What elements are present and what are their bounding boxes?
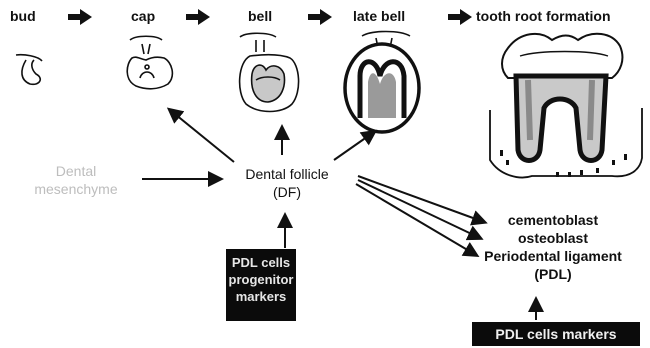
arrow-follicle-to-late-bell (334, 132, 374, 160)
root-formation-drawing (490, 34, 642, 178)
stage-label-late-bell: late bell (353, 9, 405, 23)
progenitor-box-line-3: markers (226, 289, 296, 306)
derivative-pdl-abbrev: (PDL) (478, 266, 628, 284)
stage-arrow-2 (186, 9, 210, 25)
derivatives-label: cementoblast osteoblast Periodental liga… (478, 212, 628, 284)
dental-follicle-label: Dental follicle (DF) (228, 166, 346, 201)
arrow-follicle-to-cementoblast (358, 176, 484, 222)
derivative-cementoblast: cementoblast (478, 212, 628, 230)
stage-label-root-formation: tooth root formation (476, 9, 611, 23)
dental-mesenchyme-line-1: Dental (20, 163, 132, 181)
arrow-follicle-to-osteoblast (358, 180, 480, 238)
stage-arrow-3 (308, 9, 332, 25)
relation-arrows (142, 110, 536, 320)
pdl-cells-markers-box: PDL cells markers (472, 322, 640, 346)
bell-drawing (240, 33, 299, 111)
stage-label-cap: cap (131, 9, 155, 23)
progenitor-box-line-1: PDL cells (226, 255, 296, 272)
arrow-follicle-to-cap (170, 110, 234, 162)
derivative-osteoblast: osteoblast (478, 230, 628, 248)
dental-follicle-line-1: Dental follicle (228, 166, 346, 184)
dental-mesenchyme-label: Dental mesenchyme (20, 163, 132, 198)
stage-arrow-1 (68, 9, 92, 25)
late-bell-drawing (345, 32, 419, 133)
stage-arrow-4 (448, 9, 472, 25)
derivative-pdl: Periodental ligament (478, 248, 628, 266)
arrow-follicle-to-pdl (356, 184, 476, 255)
progenitor-box-line-2: progenitor (226, 272, 296, 289)
pdl-progenitor-markers-box: PDL cells progenitor markers (226, 249, 296, 321)
cap-drawing (127, 36, 172, 89)
bud-drawing (16, 55, 42, 85)
dental-follicle-line-2: (DF) (228, 184, 346, 202)
stage-label-bell: bell (248, 9, 272, 23)
stage-label-bud: bud (10, 9, 36, 23)
dental-mesenchyme-line-2: mesenchyme (20, 181, 132, 199)
